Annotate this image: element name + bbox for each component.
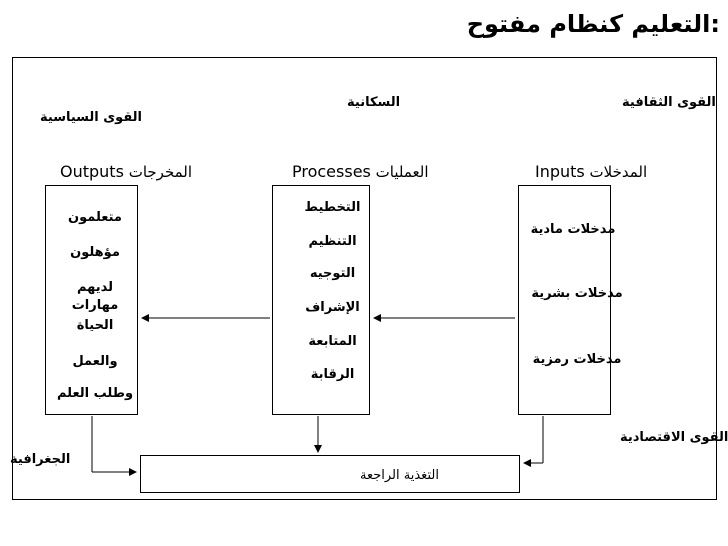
outputs-box <box>45 185 138 415</box>
output-item: الحياة <box>76 318 114 333</box>
output-item: لديهم <box>76 280 114 295</box>
process-item: المتابعة <box>308 334 357 349</box>
output-item: مهارات <box>71 298 119 313</box>
outputs-header: Outputs المخرجات <box>60 162 192 181</box>
process-item: التخطيط <box>304 200 361 215</box>
geographic-forces-label: الجغرافية <box>10 452 71 467</box>
outputs-header-en: Outputs <box>60 162 124 181</box>
population-forces-label: السكانية <box>347 95 401 110</box>
feedback-label: التغذية الراجعة <box>360 468 439 483</box>
inputs-box <box>518 185 611 415</box>
processes-header-ar: العمليات <box>375 163 429 181</box>
economic-forces-label: القوى الاقتصادية <box>620 430 728 445</box>
process-item: التوجيه <box>309 266 356 281</box>
inputs-header: Inputs المدخلات <box>535 162 647 181</box>
outputs-header-ar: المخرجات <box>128 163 193 181</box>
inputs-header-ar: المدخلات <box>589 163 648 181</box>
system-frame <box>12 57 717 500</box>
output-item: مؤهلون <box>70 245 120 260</box>
inputs-header-en: Inputs <box>535 162 585 181</box>
feedback-box <box>140 455 520 493</box>
output-item: وطلب العلم <box>56 386 134 401</box>
cultural-forces-label: القوى الثقافية <box>622 95 716 110</box>
processes-box <box>272 185 370 415</box>
processes-header-en: Processes <box>292 162 371 181</box>
input-item: مدخلات بشرية <box>531 286 623 301</box>
process-item: التنظيم <box>308 234 357 249</box>
input-item: مدخلات مادية <box>530 222 616 237</box>
process-item: الرقابة <box>310 367 355 382</box>
output-item: متعلمون <box>68 210 122 225</box>
political-forces-label: القوى السياسية <box>40 110 143 125</box>
input-item: مدخلات رمزية <box>532 352 622 367</box>
processes-header: Processes العمليات <box>292 162 429 181</box>
process-item: الإشراف <box>305 300 360 315</box>
page-title: :التعليم كنظام مفتوح <box>466 10 720 38</box>
output-item: والعمل <box>72 354 118 369</box>
